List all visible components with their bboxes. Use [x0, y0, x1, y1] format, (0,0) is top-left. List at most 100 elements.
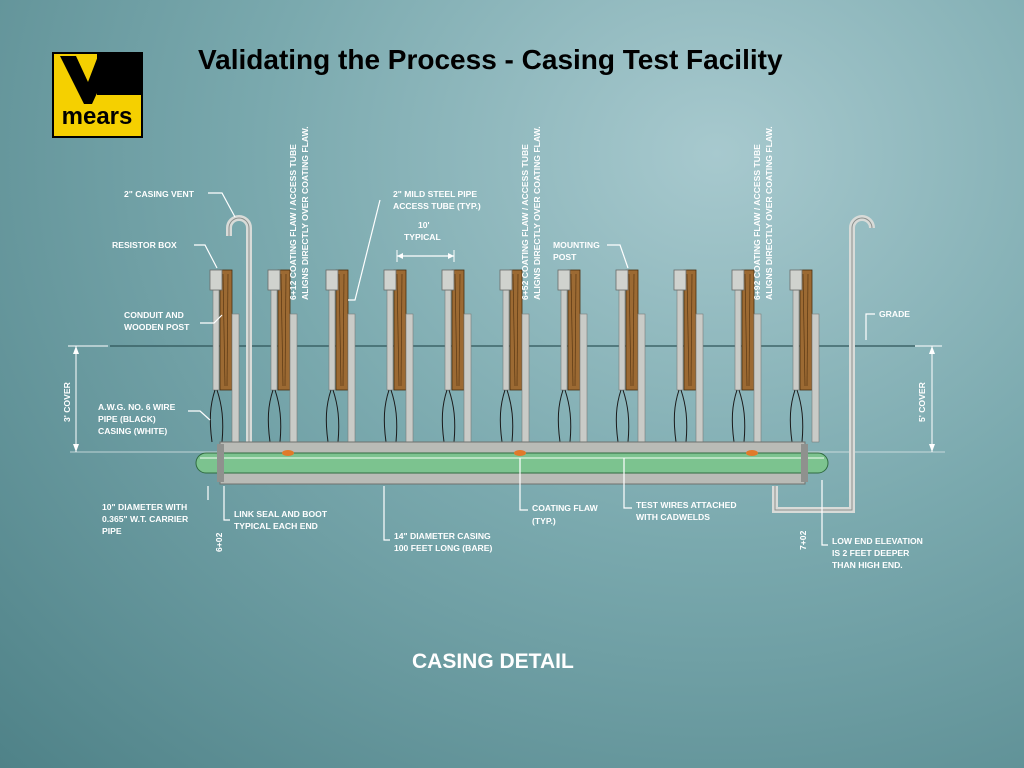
test-wire — [383, 389, 390, 443]
conduit — [560, 289, 568, 391]
label-mild-steel-1: 2" MILD STEEL PIPE — [393, 189, 477, 199]
conduit — [444, 289, 452, 391]
conduit — [734, 289, 742, 391]
conduit — [328, 289, 336, 391]
post-assemblies — [209, 269, 820, 443]
resistor-box — [209, 269, 223, 291]
resistor-box — [615, 269, 629, 291]
access-tube — [405, 313, 414, 443]
link-seal-left — [217, 444, 224, 482]
test-wire — [731, 389, 738, 443]
access-tube — [579, 313, 588, 443]
label-station-left: 6+02 — [214, 532, 224, 552]
label-casing-1: 14" DIAMETER CASING — [394, 531, 491, 541]
coating-flaw — [746, 450, 758, 456]
resistor-box — [441, 269, 455, 291]
test-wire — [564, 389, 572, 443]
label-mounting-2: POST — [553, 252, 577, 262]
access-tube — [753, 313, 762, 443]
label-resistor-box: RESISTOR BOX — [112, 240, 177, 250]
label-flaw-612-1: 6+12 COATING FLAW / ACCESS TUBE — [288, 144, 298, 300]
label-conduit-2: WOODEN POST — [124, 322, 190, 332]
conduit — [676, 289, 684, 391]
label-mild-steel-2: ACCESS TUBE (TYP.) — [393, 201, 481, 211]
test-wire — [216, 389, 224, 443]
resistor-box — [673, 269, 687, 291]
label-cover-right: 5' COVER — [917, 381, 927, 422]
conduit — [270, 289, 278, 391]
test-wire — [274, 389, 282, 443]
access-tube — [695, 313, 704, 443]
label-awg-1: A.W.G. NO. 6 WIRE — [98, 402, 176, 412]
page-title: Validating the Process - Casing Test Fac… — [198, 44, 783, 75]
resistor-box — [267, 269, 281, 291]
resistor-box — [557, 269, 571, 291]
test-wire — [441, 389, 448, 443]
label-link-seal-2: TYPICAL EACH END — [234, 521, 318, 531]
label-carrier-1: 10" DIAMETER WITH — [102, 502, 187, 512]
diagram-caption: CASING DETAIL — [412, 650, 574, 673]
label-awg-2: PIPE (BLACK) — [98, 414, 156, 424]
label-test-wires-2: WITH CADWELDS — [636, 512, 710, 522]
label-flaw-692-1: 6+92 COATING FLAW / ACCESS TUBE — [752, 144, 762, 300]
mears-logo: mears — [52, 52, 143, 138]
access-tube — [347, 313, 356, 443]
label-coating-flaw-2: (TYP.) — [532, 516, 556, 526]
test-wire — [390, 389, 398, 443]
test-wire — [673, 389, 680, 443]
carrier-pipe — [195, 452, 829, 474]
test-wire — [506, 389, 514, 443]
label-awg-3: CASING (WHITE) — [98, 426, 167, 436]
test-wire — [209, 389, 216, 443]
label-low-end-2: IS 2 FEET DEEPER — [832, 548, 910, 558]
label-cover-left: 3' COVER — [62, 381, 72, 422]
conduit — [792, 289, 800, 391]
logo-text: mears — [62, 103, 133, 130]
resistor-box — [789, 269, 803, 291]
test-wire — [448, 389, 456, 443]
test-wire — [557, 389, 564, 443]
resistor-box — [325, 269, 339, 291]
label-flaw-652-1: 6+52 COATING FLAW / ACCESS TUBE — [520, 144, 530, 300]
conduit — [212, 289, 220, 391]
label-mounting-1: MOUNTING — [553, 240, 600, 250]
conduit — [502, 289, 510, 391]
label-casing-2: 100 FEET LONG (BARE) — [394, 543, 493, 553]
label-carrier-3: PIPE — [102, 526, 122, 536]
label-carrier-2: 0.365" W.T. CARRIER — [102, 514, 189, 524]
access-tube — [463, 313, 472, 443]
label-grade: GRADE — [879, 309, 910, 319]
label-conduit-1: CONDUIT AND — [124, 310, 184, 320]
test-wire — [332, 389, 340, 443]
label-flaw-652-2: ALIGNS DIRECTLY OVER COATING FLAW. — [532, 126, 542, 300]
label-station-right: 7+02 — [798, 530, 808, 550]
access-tube — [811, 313, 820, 443]
label-low-end-3: THAN HIGH END. — [832, 560, 903, 570]
conduit — [386, 289, 394, 391]
link-seal-right — [801, 444, 808, 482]
test-wire — [789, 389, 796, 443]
test-wire — [622, 389, 630, 443]
access-tube — [521, 313, 530, 443]
label-spacing-1: 10' — [418, 220, 430, 230]
test-wire — [680, 389, 688, 443]
test-wire — [796, 389, 804, 443]
test-wire — [615, 389, 622, 443]
label-casing-vent: 2" CASING VENT — [124, 189, 195, 199]
label-spacing-2: TYPICAL — [404, 232, 441, 242]
resistor-box — [499, 269, 513, 291]
coating-flaw — [514, 450, 526, 456]
label-link-seal-1: LINK SEAL AND BOOT — [234, 509, 328, 519]
test-wire — [738, 389, 746, 443]
conduit — [618, 289, 626, 391]
label-test-wires-1: TEST WIRES ATTACHED — [636, 500, 737, 510]
test-wire — [325, 389, 332, 443]
label-low-end-1: LOW END ELEVATION — [832, 536, 923, 546]
access-tube — [637, 313, 646, 443]
access-tube — [289, 313, 298, 443]
access-tube — [231, 313, 240, 443]
label-coating-flaw-1: COATING FLAW — [532, 503, 599, 513]
label-flaw-692-2: ALIGNS DIRECTLY OVER COATING FLAW. — [764, 126, 774, 300]
label-flaw-612-2: ALIGNS DIRECTLY OVER COATING FLAW. — [300, 126, 310, 300]
